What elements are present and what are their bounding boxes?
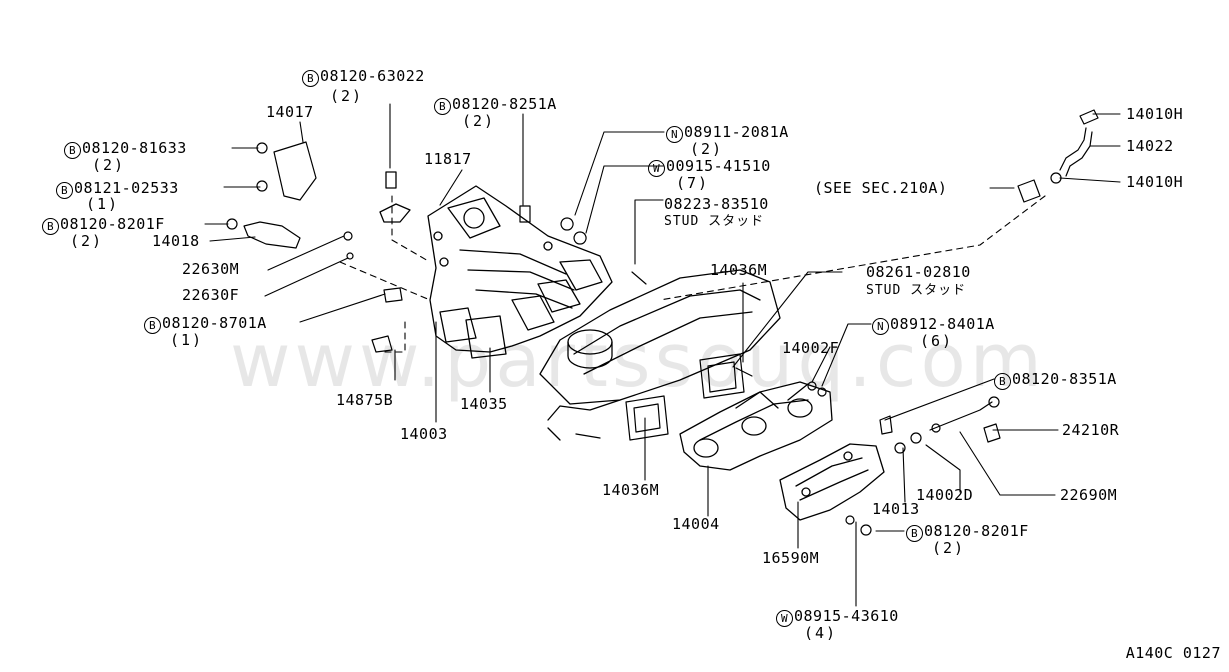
diagram-code: A140C 0127 — [1125, 644, 1221, 662]
label-part-14036m-lower: 14036M — [602, 481, 660, 499]
label-part-14017: 14017 — [266, 103, 314, 121]
label-part-14010h: 14010H — [1126, 105, 1184, 123]
label-part-14018: 14018 — [152, 232, 200, 250]
hardware-parts — [226, 109, 1099, 536]
label-part-14003: 14003 — [400, 425, 448, 443]
label-qty: (2) — [70, 232, 104, 250]
label-part-22630m: 22630M — [182, 260, 240, 278]
label-part-14013: 14013 — [872, 500, 920, 518]
label-stud-08223-83510: 08223-83510 — [664, 195, 769, 213]
label-part-14035: 14035 — [460, 395, 508, 413]
label-stud-caption: STUD スタッド — [664, 214, 765, 229]
label-qty: (6) — [920, 332, 954, 350]
watermark: www.partssouq.com — [230, 318, 1046, 404]
label-qty: (2) — [690, 140, 724, 158]
label-part-22690m: 22690M — [1060, 486, 1118, 504]
label-part-14002d: 14002D — [916, 486, 974, 504]
label-stud-08261-02810: 08261-02810 — [866, 263, 971, 281]
label-qty: (1) — [170, 331, 204, 349]
label-see-section: (SEE SEC.210A) — [814, 179, 948, 197]
label-part-14036m: 14036M — [710, 261, 768, 279]
label-qty: (4) — [804, 624, 838, 642]
label-part-14875b: 14875B — [336, 391, 394, 409]
label-part-22630f: 22630F — [182, 286, 240, 304]
exhaust-manifold — [679, 381, 833, 471]
leader-lines — [204, 103, 1121, 607]
label-part-14002f: 14002F — [782, 339, 840, 357]
engine-head-cover — [539, 269, 781, 441]
label-qty: (2) — [330, 87, 364, 105]
label-stud-caption: STUD スタッド — [866, 283, 967, 298]
label-qty: (2) — [92, 156, 126, 174]
label-part-24210r: 24210R — [1062, 421, 1120, 439]
label-part-14022: 14022 — [1126, 137, 1174, 155]
heat-shield — [779, 443, 885, 521]
label-qty: (1) — [86, 195, 120, 213]
label-qty: (7) — [676, 174, 710, 192]
label-qty: (2) — [932, 539, 966, 557]
label-part-14004: 14004 — [672, 515, 720, 533]
label-part-16590m: 16590M — [762, 549, 820, 567]
gasket-14036m — [625, 353, 745, 441]
label-part-11817: 11817 — [424, 150, 472, 168]
label-qty: (2) — [462, 112, 496, 130]
label-part-14010h-lower: 14010H — [1126, 173, 1184, 191]
